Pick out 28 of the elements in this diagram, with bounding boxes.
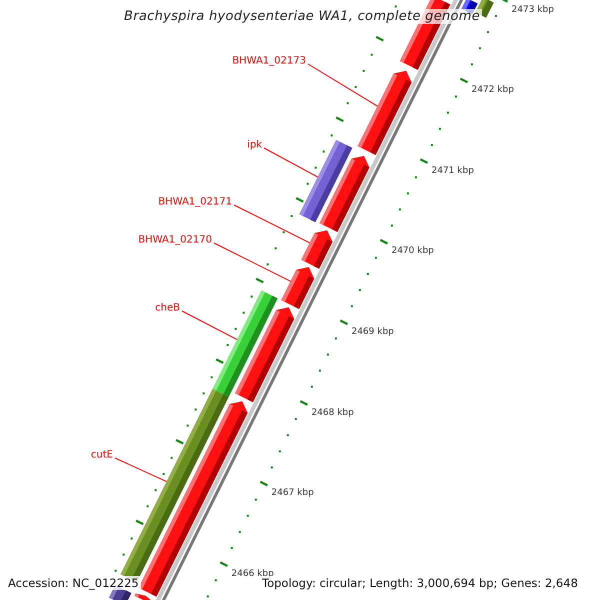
leader-line: [214, 242, 292, 282]
scale-label: 2470 kbp: [391, 246, 434, 256]
leader-line: [182, 310, 238, 340]
map-title: Brachyspira hyodysenteriae WA1, complete genome: [122, 9, 482, 24]
gene-label: BHWA1_02170: [138, 234, 212, 246]
leader-line: [308, 64, 378, 107]
leader-line: [114, 458, 168, 482]
info-text: Accession: NC_012225: [6, 576, 141, 590]
scale-label: 2473 kbp: [512, 4, 554, 15]
gene-segment: [281, 267, 314, 309]
gene-label: BHWA1_02173: [232, 56, 306, 66]
gene-segment: [134, 594, 154, 600]
gene-segment: [358, 70, 412, 155]
scale-label: 2467 kbp: [271, 488, 314, 498]
gene-segment: [235, 307, 294, 402]
gene-label: cutE: [90, 450, 113, 460]
leader-line: [234, 204, 310, 244]
scale-label: 2466 kbp: [231, 568, 274, 579]
gene-label: BHWA1_02171: [158, 196, 232, 208]
scale-label: 2471 kbp: [432, 166, 474, 176]
scale-label: 2469 kbp: [351, 327, 394, 338]
gene-label: cheB: [155, 302, 180, 314]
scale-label: 2472 kbp: [472, 85, 514, 96]
gene-segment: [301, 230, 332, 269]
info-text: Topology: circular; Length: 3,000,694 bp; Genes: 2,648: [260, 576, 580, 590]
gene-segment: [320, 156, 370, 232]
gene-label: ipk: [247, 140, 262, 150]
scale-label: 2468 kbp: [311, 408, 354, 418]
